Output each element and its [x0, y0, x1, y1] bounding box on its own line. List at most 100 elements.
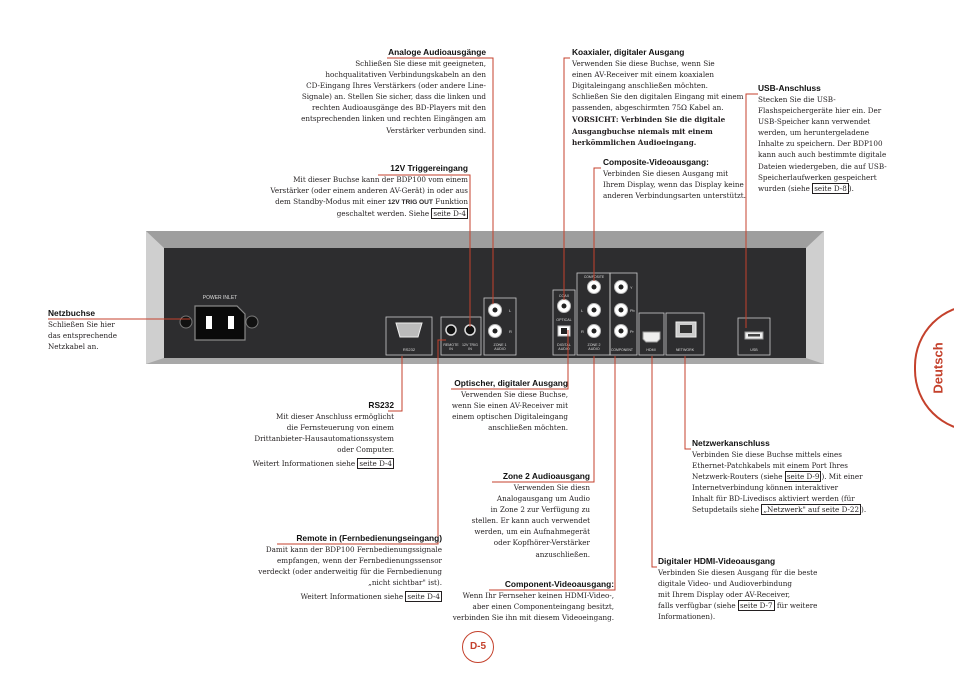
composite-video-heading: Composite-Videoausgang: [603, 157, 709, 167]
rs232-port[interactable] [385, 316, 433, 356]
trigger-line: dem Standby-Modus mit einer [275, 197, 388, 207]
power-line: Schließen Sie hier [48, 320, 115, 329]
zone2-r-label: R [581, 329, 584, 334]
rs232-note: RS232 Mit dieser Anschluss ermöglicht di… [240, 399, 394, 470]
trigger-input-note: 12V Triggereingang Mit dieser Buchse kan… [250, 162, 468, 220]
optical-line: anschließen möchten. [488, 423, 568, 433]
composite-video-note: Composite-Videoausgang: Verbinden Sie di… [603, 156, 753, 201]
hdmi-line: Informationen). [658, 612, 716, 622]
component-pr-label: Pr [630, 330, 635, 334]
usb-line: USB-Speicher kann verwendet [758, 117, 871, 127]
zone1-r-label: R [509, 329, 512, 334]
network-page-link[interactable]: seite D-9 [784, 471, 822, 483]
analog-line: rechten Audioausgänge des BD-Players mit… [311, 103, 486, 113]
usb-line: kann auch auch bestimmte digitale [758, 150, 887, 160]
usb-line: Stecken Sie die USB- [758, 95, 836, 104]
network-line: Inhalt für BD-Livediscs aktiviert werden… [692, 494, 855, 504]
hdmi-line: falls verfügbar (siehe [658, 601, 738, 611]
optical-digital-heading: Optischer, digitaler Ausgang [454, 378, 568, 388]
coax-line: Verwenden Sie diese Buchse, wenn Sie [572, 59, 715, 68]
rs232-line: oder Computer. [337, 445, 394, 455]
composite-line: Ihrem Display, wenn das Display keine [603, 180, 744, 190]
usb-page-link[interactable]: seite D-8 [812, 182, 849, 194]
hdmi-line: für weitere [774, 601, 818, 611]
zone2-line: werden, um ein Aufnahmegerät [474, 527, 590, 537]
optical-line: Verwenden Sie diese Buchse, [461, 390, 568, 399]
rs232-line: Mit dieser Anschluss ermöglicht [276, 412, 394, 421]
rs232-page-link[interactable]: seite D-4 [357, 458, 394, 470]
coax-warning-line: herkömmlichen Audioeingang. [572, 137, 697, 147]
usb-note: USB-Anschluss Stecken Sie die USB- Flash… [758, 82, 898, 194]
hdmi-heading: Digitaler HDMI-Videoausgang [658, 556, 776, 566]
remote-more: Weitert Informationen siehe [300, 592, 406, 602]
component-video-note: Component-Videoausgang: Wenn Ihr Fernseh… [438, 578, 614, 623]
hdmi-page-link[interactable]: seite D-7 [737, 600, 775, 612]
usb-line: Speicherlaufwerken gespeichert [758, 172, 877, 182]
analog-line: Schließen Sie diese mit geeigneten, [355, 59, 486, 68]
hdmi-port[interactable] [642, 331, 661, 343]
coax-warning-line: Ausgangbuchse niemals mit einem [572, 126, 713, 136]
language-tab-label: Deutsch [930, 342, 946, 394]
analog-line: Signale) an. Stellen Sie sicher, dass di… [301, 92, 486, 102]
remote-in-jack[interactable] [445, 324, 457, 336]
optical-line: einem optischen Digitaleingang [452, 412, 568, 422]
trigger-line: Verstärker (oder einem anderen AV-Gerät)… [270, 186, 468, 196]
zone2-line: oder Kopfhörer-Verstärker [493, 538, 590, 548]
analog-line: entsprechenden linken und rechten Eingän… [301, 114, 486, 124]
usb-line: Flashspeichergeräte hier ein. Der [758, 106, 882, 116]
power-inlet[interactable] [179, 305, 259, 341]
network-setup-link[interactable]: „Netzwerk" auf seite D-22 [761, 504, 862, 516]
power-socket-note: Netzbuchse Schließen Sie hier das entspr… [48, 307, 158, 352]
trigger-line: Mit dieser Buchse kann der BDP100 vom ei… [293, 175, 468, 184]
usb-line: wurden (siehe [758, 183, 813, 193]
rs232-line: Drittanbieter-Hausautomationssystem [254, 434, 394, 444]
usb-line: Inhalte zu speichern. Der BDP100 [758, 139, 883, 149]
usb-line: werden, um heruntergeladene [758, 128, 869, 138]
remote-line: Damit kann der BDP100 Fernbedienungssign… [265, 545, 442, 554]
optical-line: wenn Sie einen AV-Receiver mit [451, 401, 568, 411]
network-line: Setupdetails siehe [692, 505, 762, 515]
remote-line: „nicht sichtbar" ist). [368, 578, 442, 588]
component-label: COMPONENT [611, 348, 633, 352]
analog-line: Verstärker verbunden sind. [386, 125, 486, 135]
analog-outputs-note: Analoge Audioausgänge Schließen Sie dies… [260, 46, 486, 136]
component-line: Wenn Ihr Fernseher keinen HDMI-Video-, [462, 591, 614, 600]
hdmi-note: Digitaler HDMI-Videoausgang Verbinden Si… [658, 555, 838, 622]
remote-line: verdeckt (oder anderweitig für die Fernb… [258, 567, 442, 577]
trig-out-term: 12V TRIG OUT [387, 199, 433, 207]
network-heading: Netzwerkanschluss [692, 438, 770, 448]
trigger-page-link[interactable]: seite D-4 [431, 208, 468, 220]
remote-page-link[interactable]: seite D-4 [405, 591, 442, 603]
composite-line: anderen Verbindungsarten unterstützt. [603, 191, 746, 201]
zone2-line: stellen. Er kann auch verwendet [471, 516, 590, 526]
usb-heading: USB-Anschluss [758, 83, 821, 93]
coax-line: Schließen Sie den digitalen Eingang mit … [572, 92, 744, 102]
remote-in-note: Remote in (Fernbedienungseingang) Damit … [230, 532, 442, 603]
remote-in-heading: Remote in (Fernbedienungseingang) [296, 533, 442, 543]
coax-line: passenden, abgeschirmten 75Ω Kabel an. [572, 103, 724, 113]
usb-line-end: ). [848, 183, 854, 193]
optical-label: OPTICAL [556, 318, 571, 322]
network-line: Verbinden Sie diese Buchse mittels eines [692, 450, 842, 459]
remote-line: empfangen, wenn der Fernbedienungssensor [277, 556, 442, 566]
zone2-l-label: L [581, 308, 584, 313]
analog-line: CD-Eingang Ihres Verstärkers (oder ander… [306, 81, 486, 91]
trigger-line: geschaltet werden. Siehe [336, 209, 432, 219]
network-line: ). Mit einer [821, 472, 863, 482]
zone2-line: anzuschließen. [535, 549, 591, 559]
zone2-line: in Zone 2 zur Verfügung zu [490, 505, 590, 515]
rs232-heading: RS232 [368, 400, 394, 410]
network-note: Netzwerkanschluss Verbinden Sie diese Bu… [692, 437, 892, 516]
zone2-line: Verwenden Sie diesn [513, 483, 590, 492]
component-y-label: Y [630, 286, 633, 290]
rs232-more: Weitert Informationen siehe [252, 459, 358, 469]
zone2-line: Analogausgang um Audio [496, 494, 590, 504]
network-line: Ethernet-Patchkabels mit einem Port Ihre… [692, 461, 848, 471]
zone2-audio-note: Zone 2 Audioausgang Verwenden Sie diesn … [442, 470, 590, 560]
